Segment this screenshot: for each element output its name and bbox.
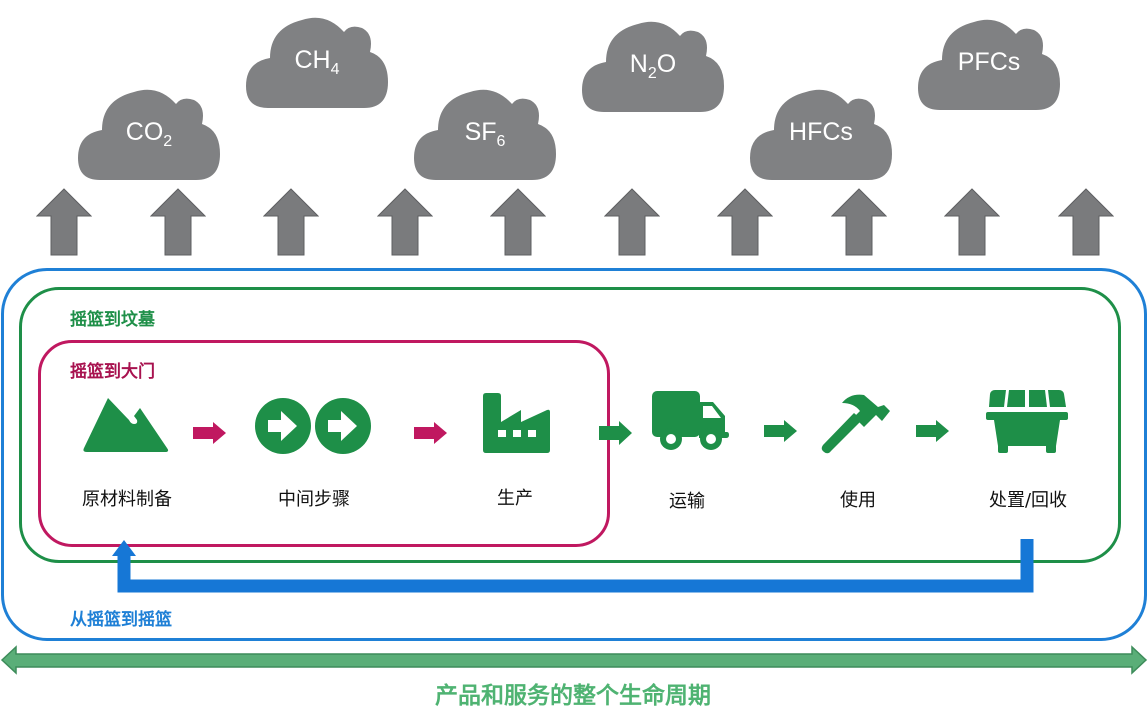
cloud-icon <box>918 19 1060 110</box>
gas-label: CH4 <box>294 46 340 78</box>
flow-arrow-3 <box>599 421 632 445</box>
mountain-icon <box>83 398 169 452</box>
cradle-to-grave-frame <box>19 287 1121 563</box>
emission-up-arrow <box>716 188 774 256</box>
cloud-sf6: SF6 <box>414 78 556 180</box>
hammer-icon <box>821 394 890 454</box>
step-label-disposal: 处置/回收 <box>988 490 1068 511</box>
gas-label: SF6 <box>464 118 506 150</box>
gas-label: PFCs <box>957 48 1021 76</box>
emission-up-arrow <box>35 188 93 256</box>
cloud-icon <box>78 89 220 180</box>
flow-arrow-2 <box>414 422 447 444</box>
flow-arrow-1 <box>193 422 226 444</box>
emission-up-arrow <box>830 188 887 256</box>
flow-arrow-4 <box>764 420 797 442</box>
cradle-to-gate-label: 摇篮到大门 <box>70 362 155 382</box>
step-label-use: 使用 <box>840 490 876 511</box>
dumpster-icon <box>986 390 1068 453</box>
emission-up-arrow <box>376 188 433 256</box>
flow-arrow-5 <box>916 420 949 442</box>
emission-up-arrow <box>1057 188 1114 256</box>
step-label-transport: 运输 <box>669 491 705 512</box>
step-label-production: 生产 <box>497 488 533 509</box>
cradle-to-cradle-frame <box>1 268 1147 641</box>
emission-up-arrow <box>489 188 547 256</box>
cloud-icon <box>750 89 892 180</box>
gas-label: CO2 <box>125 118 173 150</box>
step-label-intermediate: 中间步骤 <box>278 489 350 510</box>
cloud-icon <box>246 17 388 108</box>
cradle-to-grave-label: 摇篮到坟墓 <box>70 310 155 330</box>
step-label-raw-materials: 原材料制备 <box>82 489 172 510</box>
lifecycle-caption: 产品和服务的整个生命周期 <box>435 683 711 709</box>
cloud-hfcs: HFCs <box>750 78 892 180</box>
emission-up-arrow <box>603 188 660 256</box>
truck-icon <box>652 391 729 450</box>
cloud-icon <box>414 89 556 180</box>
lifecycle-double-arrow <box>0 645 1148 675</box>
cloud-n2o: N2O <box>582 10 724 112</box>
cradle-to-cradle-label: 从摇篮到摇篮 <box>70 610 172 630</box>
cloud-ch4: CH4 <box>246 6 388 108</box>
emission-up-arrow <box>262 188 320 256</box>
emission-up-arrow <box>943 188 1001 256</box>
gas-label: HFCs <box>789 118 853 146</box>
gas-label: N2O <box>629 50 677 82</box>
cloud-co2: CO2 <box>78 78 220 180</box>
cradle-to-gate-frame <box>38 340 610 547</box>
cloud-icon <box>582 21 724 112</box>
double-arrow-circle-icon <box>255 398 371 454</box>
factory-icon <box>483 393 550 453</box>
emission-up-arrow <box>149 188 206 256</box>
cloud-pfcs: PFCs <box>918 8 1060 110</box>
